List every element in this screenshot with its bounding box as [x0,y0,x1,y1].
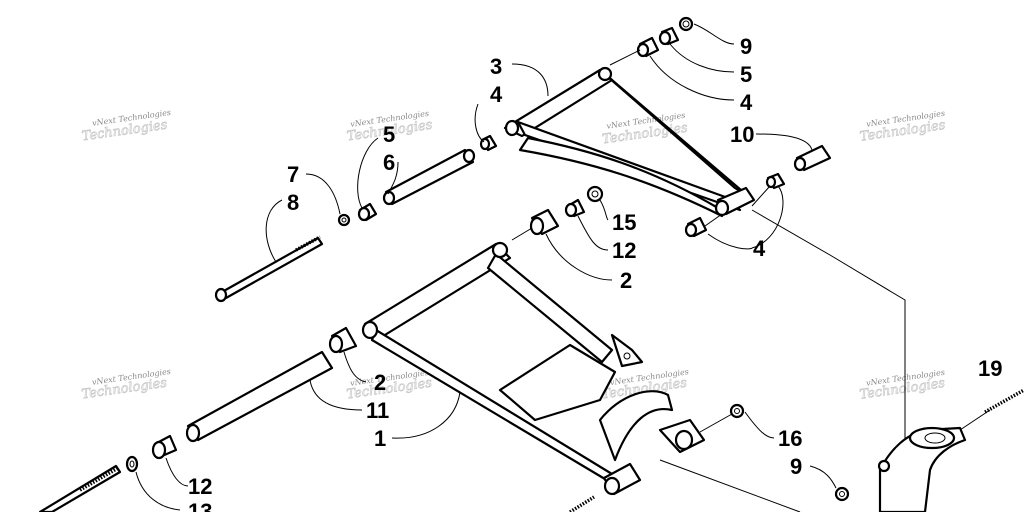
leader-4-top [474,103,485,143]
leader-8 [265,199,283,263]
leader-5-top [669,43,735,73]
bushing-10 [793,144,832,172]
watermark-3: Technologies vNext Technologies [601,111,689,148]
leader-5-left [357,137,379,209]
callout-19: 19 [978,356,1002,381]
watermark-1: Technologies vNext Technologies [81,108,172,145]
callout-9-top: 9 [740,34,752,59]
upper-left-washers [337,202,378,227]
lower-washers-top [564,185,604,218]
callout-4-top: 4 [490,82,503,107]
spindle-leader-lines [659,209,906,512]
spindle [834,388,1024,512]
leader-13 [135,471,181,511]
callout-4-right: 4 [740,90,753,115]
callout-11: 11 [366,398,389,423]
callout-16: 16 [778,426,802,451]
upper-a-arm [503,66,756,218]
upper-left-shaft-6 [382,148,476,206]
leader-9-low [809,465,837,489]
leader-1 [391,391,461,439]
lower-bushing-2-top [511,208,560,241]
nut-16 [729,403,745,419]
leader-12-mid [577,215,609,251]
callout-2-low: 2 [374,370,386,395]
leader-6 [387,161,399,195]
callout-5-left: 5 [383,122,395,147]
upper-bushing-4 [479,134,498,152]
leader-11 [309,379,363,411]
callout-15: 15 [612,210,636,235]
callout-8: 8 [287,190,299,215]
lower-washers-left [125,434,178,473]
leader-16 [744,411,775,439]
callout-3: 3 [490,54,502,79]
callout-1: 1 [374,426,386,451]
lower-bushing-2-left [328,326,358,354]
callout-10: 10 [730,122,754,147]
lower-right-bolt [569,495,595,512]
callout-2-mid: 2 [620,268,632,293]
leader-10 [755,133,813,151]
callout-7: 7 [287,162,299,187]
callout-6: 6 [383,150,395,175]
leader-9-top [693,23,735,45]
leader-12-low [165,457,189,487]
callout-13: 13 [188,499,212,512]
right-bushings-4 [684,172,786,238]
upper-right-bushings [609,16,694,66]
lower-bolt [38,464,122,512]
leader-7 [305,173,341,215]
callout-9-low: 9 [790,454,802,479]
bolt-8 [214,235,324,303]
watermark-5: Technologies vNext Technologies [80,367,171,403]
leader-4-low [707,185,784,250]
leader-2-mid [545,233,613,281]
callout-4-low: 4 [753,236,766,261]
leader-4-right [649,55,735,101]
callout-12-low: 12 [188,474,212,499]
watermark-4: Technologies vNext Technologies [859,109,947,145]
leader-3 [511,63,549,97]
watermark-8: Technologies vNext Technologies [858,368,946,403]
lower-a-arm [361,241,733,496]
lower-shaft-11 [185,350,334,443]
callout-12-mid: 12 [612,238,636,263]
leader-15 [599,199,609,221]
leader-2-low [343,351,367,383]
callout-5-top: 5 [740,62,752,87]
